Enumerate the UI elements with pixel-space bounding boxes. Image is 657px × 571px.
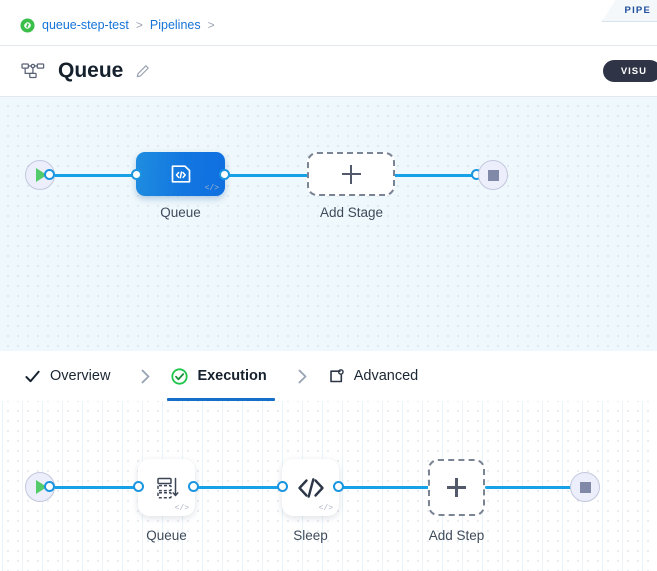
check-circle-icon bbox=[171, 367, 189, 385]
step-node-sleep-input-connector[interactable] bbox=[277, 481, 288, 492]
tab-separator-1 bbox=[124, 351, 167, 401]
tab-separator-2 bbox=[281, 351, 324, 401]
step-node-sleep-output-connector[interactable] bbox=[333, 481, 344, 492]
step-graph-canvas[interactable]: </> Queue </> Sleep Add Step bbox=[0, 401, 657, 571]
chevron-right-icon bbox=[141, 369, 150, 383]
chevron-right-icon-2 bbox=[298, 369, 307, 383]
edge-addstage-to-end bbox=[389, 174, 484, 177]
step-add-step-label: Add Step bbox=[428, 528, 485, 543]
step-end-node[interactable] bbox=[570, 472, 600, 502]
stop-icon bbox=[579, 481, 591, 493]
step-node-sleep-label: Sleep bbox=[293, 528, 328, 543]
play-icon bbox=[36, 480, 47, 494]
stage-node-queue[interactable]: </> bbox=[136, 152, 225, 196]
code-angle-icon bbox=[297, 477, 324, 498]
project-badge-icon bbox=[20, 17, 35, 33]
step-node-queue[interactable]: </> bbox=[138, 459, 195, 516]
tab-execution-label: Execution bbox=[197, 368, 267, 384]
tab-execution[interactable]: Execution bbox=[167, 351, 280, 401]
stage-add-stage-button[interactable] bbox=[307, 152, 395, 196]
stage-node-queue-input-connector[interactable] bbox=[131, 169, 142, 180]
plus-icon-vertical bbox=[349, 164, 353, 184]
step-add-step-button[interactable] bbox=[428, 459, 485, 516]
stage-graph-canvas[interactable]: </> Queue Add Stage bbox=[0, 97, 657, 351]
edge-addstep-to-end bbox=[485, 486, 581, 489]
code-document-icon bbox=[171, 165, 190, 183]
advanced-gear-icon bbox=[329, 368, 344, 382]
stage-node-queue-label: Queue bbox=[160, 205, 201, 220]
play-icon bbox=[36, 168, 47, 182]
page-title: Queue bbox=[58, 59, 124, 82]
step-node-queue-input-connector[interactable] bbox=[133, 481, 144, 492]
breadcrumb-separator-1: > bbox=[135, 18, 143, 32]
stage-node-queue-code-badge: </> bbox=[204, 184, 219, 193]
tab-advanced-label: Advanced bbox=[353, 368, 419, 384]
tab-advanced[interactable]: Advanced bbox=[324, 351, 433, 401]
check-icon bbox=[25, 370, 40, 382]
breadcrumb-link-project[interactable]: queue-step-test bbox=[42, 18, 129, 32]
stage-start-output-connector[interactable] bbox=[44, 169, 55, 180]
step-node-queue-output-connector[interactable] bbox=[188, 481, 199, 492]
window-tab-strip: PIPE bbox=[0, 0, 657, 22]
step-node-queue-code-badge: </> bbox=[174, 504, 189, 513]
stage-add-stage-label: Add Stage bbox=[319, 205, 384, 220]
tab-overview[interactable]: Overview bbox=[20, 351, 124, 401]
tab-overview-label: Overview bbox=[50, 368, 111, 384]
tab-pipeline-label: PIPE bbox=[624, 5, 651, 16]
edge-queue-to-addstage bbox=[222, 174, 318, 177]
step-node-sleep[interactable]: </> bbox=[282, 459, 339, 516]
stage-end-node[interactable] bbox=[478, 160, 508, 190]
breadcrumb-link-pipelines[interactable]: Pipelines bbox=[149, 18, 201, 32]
step-node-queue-label: Queue bbox=[146, 528, 187, 543]
edge-queue-to-sleep bbox=[190, 486, 285, 489]
stage-node-queue-output-connector[interactable] bbox=[219, 169, 230, 180]
stage-start-node[interactable] bbox=[25, 160, 55, 190]
step-node-sleep-code-badge: </> bbox=[318, 504, 333, 513]
step-start-output-connector[interactable] bbox=[44, 481, 55, 492]
stop-icon bbox=[487, 169, 499, 181]
plus-icon-vertical bbox=[455, 478, 458, 497]
edge-start-to-queue bbox=[48, 174, 144, 177]
page-header: Queue VISU bbox=[0, 45, 657, 97]
pipeline-hierarchy-icon bbox=[21, 63, 45, 79]
visual-toggle-button[interactable]: VISU bbox=[602, 60, 657, 82]
edge-sleep-to-addstep bbox=[335, 486, 429, 489]
queue-stack-icon bbox=[156, 477, 179, 498]
pipeline-section-tabs: Overview Execution Advanced bbox=[0, 351, 657, 401]
breadcrumb: queue-step-test > Pipelines > bbox=[0, 6, 657, 44]
breadcrumb-separator-2: > bbox=[207, 18, 215, 32]
pencil-edit-icon[interactable] bbox=[135, 64, 150, 79]
edge-start-to-queue-step bbox=[48, 486, 143, 489]
